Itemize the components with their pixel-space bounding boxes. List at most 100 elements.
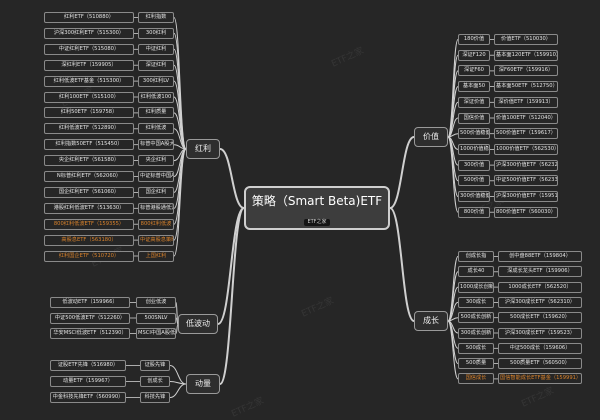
dividend-leaf[interactable]: 深红利ETF（159905） xyxy=(44,59,134,71)
value-category[interactable]: 500价值 xyxy=(458,175,490,187)
dividend-leaf[interactable]: 800红利低波ETF（159355） xyxy=(44,218,134,230)
connector xyxy=(219,148,245,209)
dividend-category[interactable]: 中证标普中国A股红利机会 xyxy=(138,171,174,182)
growth-category[interactable]: 500质量 xyxy=(458,358,494,370)
growth-leaf[interactable]: 1000成长ETF（562520） xyxy=(498,281,582,293)
dividend-category[interactable]: 中证高股息策略 xyxy=(138,234,174,246)
growth-category[interactable]: 成长40 xyxy=(458,266,494,278)
dividend-leaf[interactable]: 红利指数50ETF（515450） xyxy=(44,139,134,151)
growth-leaf[interactable]: 500质量ETF（560500） xyxy=(498,358,582,370)
branch-growth[interactable]: 成长 xyxy=(414,311,448,331)
dividend-leaf[interactable]: 红利低波ETF（512890） xyxy=(44,123,134,135)
dividend-category[interactable]: 深证红利 xyxy=(138,59,174,71)
momentum-category[interactable]: 创成长 xyxy=(140,376,170,387)
value-category[interactable]: 800价值 xyxy=(458,206,490,218)
dividend-leaf[interactable]: 沪深300红利ETF（515300） xyxy=(44,27,134,39)
value-category[interactable]: 深证价值 xyxy=(458,96,490,108)
branch-low-volatility[interactable]: 低波动 xyxy=(178,314,218,334)
growth-category[interactable]: 国信成长 xyxy=(458,373,494,385)
dividend-category[interactable]: 标普港股通低波红利 xyxy=(138,202,174,214)
branch-value[interactable]: 价值 xyxy=(414,127,448,147)
dividend-category[interactable]: 红利低波 xyxy=(138,123,174,135)
dividend-category[interactable]: 红利质量 xyxy=(138,107,174,119)
growth-category[interactable]: 创成长指 xyxy=(458,251,494,262)
growth-leaf[interactable]: 沪深300成长ETF（159523） xyxy=(498,327,582,339)
dividend-leaf[interactable]: 港股红利低波ETF（513630） xyxy=(44,202,134,214)
momentum-leaf[interactable]: 动量ETF（159967） xyxy=(50,376,126,387)
dividend-category[interactable]: 红利低波100 xyxy=(138,91,174,103)
value-leaf[interactable]: 沪深300价值ETF（562320） xyxy=(494,159,558,171)
growth-leaf[interactable]: 500成长ETF（159620） xyxy=(498,312,582,324)
value-category[interactable]: 国信价值 xyxy=(458,112,490,124)
growth-category[interactable]: 500成长 xyxy=(458,342,494,354)
value-category[interactable]: 基本面50 xyxy=(458,81,490,93)
growth-leaf[interactable]: 深成长龙头ETF（159906） xyxy=(498,266,582,278)
growth-leaf[interactable]: 沪深300成长ETF（562310） xyxy=(498,296,582,308)
low-vol-category[interactable]: MSCI中国A股低波 xyxy=(136,328,176,339)
momentum-leaf[interactable]: 证股ETF先锋（516980） xyxy=(50,360,126,371)
dividend-category[interactable]: 300红利LV xyxy=(138,75,174,87)
low-vol-category[interactable]: 创业低波 xyxy=(136,297,176,308)
dividend-leaf[interactable]: 高股息ETF（563180） xyxy=(44,234,134,246)
dividend-leaf[interactable]: 红利100ETF（515100） xyxy=(44,91,134,103)
growth-category[interactable]: 300成长创新 xyxy=(458,327,494,339)
dividend-leaf[interactable]: N标普红利ETF（562060） xyxy=(44,171,134,182)
dividend-category[interactable]: 800红利低波 xyxy=(138,218,174,230)
value-category[interactable]: 300价值稳健 xyxy=(458,191,490,202)
value-leaf[interactable]: 深F60ETF（159916） xyxy=(494,65,558,77)
low-vol-category[interactable]: 500SNLV xyxy=(136,312,176,324)
value-category[interactable]: 300价值 xyxy=(458,159,490,171)
growth-leaf[interactable]: 国信智能成长ETF基金（159991） xyxy=(498,373,582,385)
dividend-leaf[interactable]: 国企红利ETF（561060） xyxy=(44,186,134,198)
root-node[interactable]: 策略（Smart Beta)ETF ETF之家 xyxy=(244,186,390,230)
low-vol-leaf[interactable]: 华安MSCI低波ETF（512390） xyxy=(50,328,130,339)
dividend-leaf[interactable]: 红利国企ETF（510720） xyxy=(44,250,134,262)
value-leaf[interactable]: 基本面50ETF（512750） xyxy=(494,81,558,93)
growth-category[interactable]: 1000成长创新 xyxy=(458,281,494,293)
value-category[interactable]: 1000价值稳健 xyxy=(458,143,490,155)
dividend-category[interactable]: 央企红利 xyxy=(138,155,174,167)
growth-category[interactable]: 300成长 xyxy=(458,296,494,308)
value-category[interactable]: 500价值稳健 xyxy=(458,128,490,140)
value-category[interactable]: 深证F60 xyxy=(458,65,490,77)
dividend-leaf[interactable]: 红利50ETF（159758） xyxy=(44,107,134,119)
dividend-category[interactable]: 标普中国A股大盘红利低波50 xyxy=(138,139,174,151)
momentum-leaf[interactable]: 中金科技先锋ETF（560990） xyxy=(50,392,126,403)
value-leaf[interactable]: 价值100ETF（512040） xyxy=(494,112,558,124)
value-leaf[interactable]: 深价值ETF（159913） xyxy=(494,96,558,108)
growth-leaf[interactable]: 中证500成长（159606） xyxy=(498,342,582,354)
dividend-category[interactable]: 红利指数 xyxy=(138,12,174,23)
connector xyxy=(169,383,187,398)
momentum-category[interactable]: 证股先锋 xyxy=(140,360,170,371)
growth-leaf[interactable]: 创中盘88ETF（159804） xyxy=(498,251,582,262)
growth-category[interactable]: 500成长创新 xyxy=(458,312,494,324)
root-tag: ETF之家 xyxy=(304,219,330,226)
dividend-category[interactable]: 中证红利 xyxy=(138,43,174,55)
connector xyxy=(389,136,415,209)
connector xyxy=(447,136,459,213)
low-vol-leaf[interactable]: 中证500低波ETF（512260） xyxy=(50,312,130,324)
value-leaf[interactable]: 500价值ETF（159617） xyxy=(494,128,558,140)
dividend-leaf[interactable]: 红利ETF（510880） xyxy=(44,12,134,23)
momentum-category[interactable]: 科技先锋 xyxy=(140,392,170,403)
dividend-category[interactable]: 国企红利 xyxy=(138,186,174,198)
dividend-category[interactable]: 上国红利 xyxy=(138,250,174,262)
value-leaf[interactable]: 价值ETF（510030） xyxy=(494,34,558,45)
branch-momentum[interactable]: 动量 xyxy=(186,374,220,394)
value-category[interactable]: 180价值 xyxy=(458,34,490,45)
dividend-category[interactable]: 300红利 xyxy=(138,27,174,39)
value-leaf[interactable]: 沪深300价值ETF（159510） xyxy=(494,191,558,202)
value-leaf[interactable]: 800价值ETF（560030） xyxy=(494,206,558,218)
value-leaf[interactable]: 基本面120ETF（159910） xyxy=(494,49,558,61)
value-leaf[interactable]: 1000价值ETF（562530） xyxy=(494,143,558,155)
value-leaf[interactable]: 中证500价值ETF（562330） xyxy=(494,175,558,187)
value-category[interactable]: 深证F120 xyxy=(458,49,490,61)
dividend-leaf[interactable]: 中证红利ETF（515080） xyxy=(44,43,134,55)
dividend-leaf[interactable]: 央企红利ETF（561580） xyxy=(44,155,134,167)
branch-dividend[interactable]: 红利 xyxy=(186,139,220,159)
low-vol-leaf[interactable]: 低波动ETF（159966） xyxy=(50,297,130,308)
connector xyxy=(219,207,245,385)
dividend-leaf[interactable]: 红利低波ETF基金（515300） xyxy=(44,75,134,87)
